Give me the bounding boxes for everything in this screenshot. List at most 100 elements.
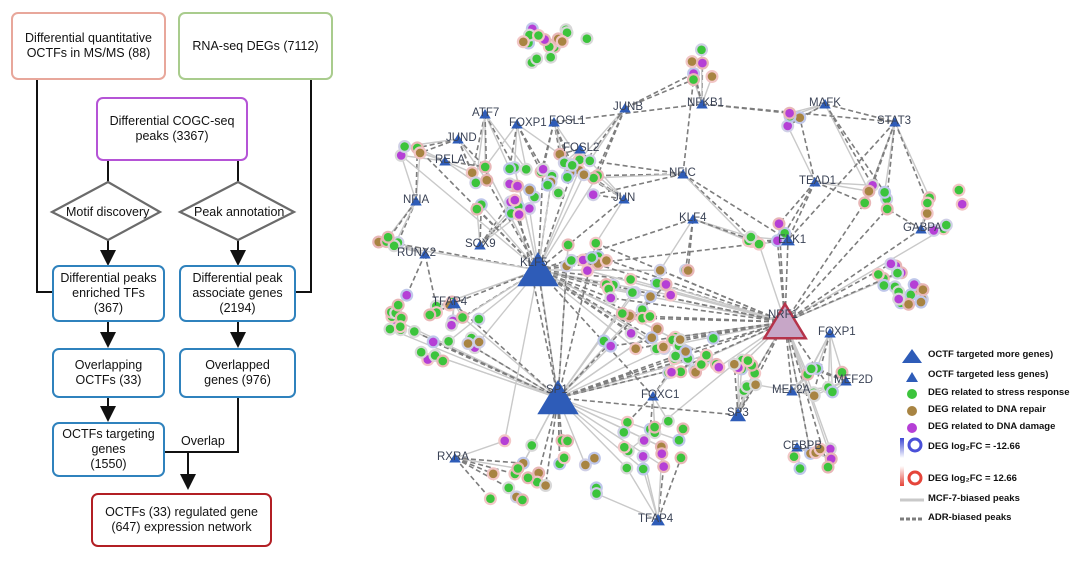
- gene-node: [588, 253, 597, 262]
- blue-ring-icon: [898, 436, 926, 460]
- gene-node: [618, 309, 627, 318]
- gene-node: [620, 443, 629, 452]
- gene-node: [481, 163, 490, 172]
- legend-item-brown: DEG related to DNA repair: [898, 403, 1078, 419]
- dashed-line-icon: [898, 511, 926, 527]
- gene-node: [522, 165, 531, 174]
- tf-label: NFIA: [403, 194, 430, 206]
- gene-node: [923, 209, 932, 218]
- gene-node: [539, 165, 548, 174]
- red-ring-icon: [898, 466, 926, 490]
- gene-node: [751, 380, 760, 389]
- gene-node: [447, 321, 456, 330]
- tf-label: TEAD1: [799, 175, 836, 187]
- gene-node: [666, 291, 675, 300]
- gene-node: [558, 37, 567, 46]
- tf-label: FOXC1: [641, 389, 679, 401]
- legend-item-small-triangle: OCTF targeted less genes): [898, 368, 1078, 384]
- legend-item-blue-ring: DEG log₂FC = -12.66: [898, 440, 1078, 462]
- tf-label: KLF4: [679, 212, 707, 224]
- gene-node: [631, 344, 640, 353]
- gene-node: [796, 113, 805, 122]
- gene-node: [486, 494, 495, 503]
- legend-item-solid-line: MCF-7-biased peaks: [898, 492, 1078, 508]
- gene-node: [755, 240, 764, 249]
- gene-node: [458, 313, 467, 322]
- gene-node: [546, 53, 555, 62]
- gene-node: [697, 360, 706, 369]
- gene-node: [532, 55, 541, 64]
- gene-node: [439, 357, 448, 366]
- gene-node: [824, 463, 833, 472]
- tf-label: SP3: [727, 407, 749, 419]
- gene-node: [880, 281, 889, 290]
- gene-node: [684, 266, 693, 275]
- tf-label: RUNX2: [397, 247, 436, 259]
- tf-label: MEF2D: [834, 374, 873, 386]
- gene-node: [919, 285, 928, 294]
- gene-node: [515, 210, 524, 219]
- gene-node: [664, 417, 673, 426]
- gene-node: [783, 122, 792, 131]
- gene-node: [592, 489, 601, 498]
- gene-node: [583, 34, 592, 43]
- enriched-tfs-box: Differential peaks enriched TFs (367): [52, 265, 165, 322]
- gene-node: [568, 161, 577, 170]
- mcf7-biased-edge: [515, 124, 518, 168]
- gene-node: [646, 312, 655, 321]
- mcf7-biased-edge: [683, 174, 749, 241]
- gene-node: [500, 437, 509, 446]
- gene-node: [417, 348, 426, 357]
- gene-node: [671, 352, 680, 361]
- gene-node: [689, 75, 698, 84]
- targeting-genes-box: OCTFs targeting genes (1550): [52, 422, 165, 477]
- tf-tf-edge: [683, 174, 788, 240]
- gene-node: [554, 189, 563, 198]
- gene-node: [627, 329, 636, 338]
- tf-label: RXRA: [437, 451, 469, 463]
- gene-node: [658, 449, 667, 458]
- gene-node: [675, 436, 684, 445]
- triangle-small-icon: [898, 368, 926, 384]
- mcf7-biased-edge: [788, 126, 815, 182]
- gene-node: [676, 335, 685, 344]
- adr-biased-edge: [455, 458, 490, 499]
- gene-node: [662, 280, 671, 289]
- legend-label: DEG related to DNA damage: [928, 421, 1055, 432]
- gene-node: [796, 464, 805, 473]
- legend-item-dashed-line: ADR-biased peaks: [898, 511, 1078, 527]
- gene-node: [560, 454, 569, 463]
- gene-node: [677, 454, 686, 463]
- gene-node: [942, 221, 951, 230]
- gene-node: [681, 347, 690, 356]
- tf-label: MEF2A: [772, 384, 811, 396]
- tf-label: SOX9: [465, 238, 496, 250]
- gene-node: [747, 233, 756, 242]
- tf-label: JUNB: [613, 101, 643, 113]
- gene-node: [489, 470, 498, 479]
- gene-node: [826, 445, 835, 454]
- tf-label: STAT3: [877, 115, 911, 127]
- tf-tf-edge: [788, 182, 815, 240]
- gene-node: [883, 205, 892, 214]
- gene-node: [525, 186, 534, 195]
- tf-label: TFAP4: [432, 296, 468, 308]
- tf-label: KLF5: [520, 257, 548, 269]
- gene-node: [534, 31, 543, 40]
- gene-node: [464, 339, 473, 348]
- legend-item-large-triangle: OCTF targeted more genes): [898, 348, 1078, 364]
- gene-node: [384, 233, 393, 242]
- gene-node: [564, 241, 573, 250]
- tf-label: FOXP1: [509, 117, 547, 129]
- gene-node: [688, 57, 697, 66]
- gene-node: [628, 288, 637, 297]
- tf-label: GABPA: [903, 222, 942, 234]
- gene-node: [400, 142, 409, 151]
- gene-node: [563, 437, 572, 446]
- gene-node: [620, 428, 629, 437]
- gene-node: [386, 325, 395, 334]
- mcf7-biased-edge: [485, 124, 517, 167]
- gene-node: [698, 59, 707, 68]
- gene-node: [563, 173, 572, 182]
- legend-item-red-ring: DEG log₂FC = 12.66: [898, 472, 1078, 494]
